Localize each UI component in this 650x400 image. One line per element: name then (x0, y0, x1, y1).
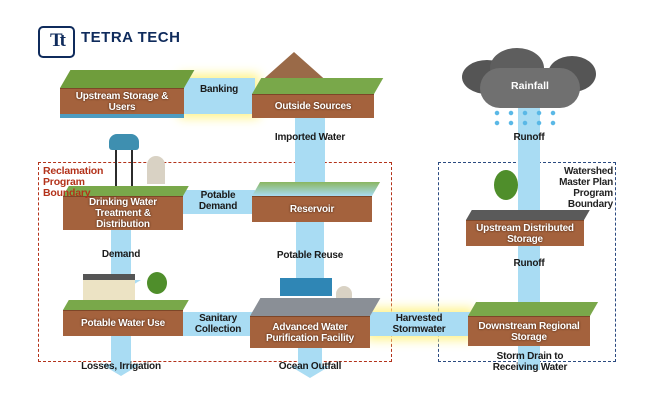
imported-water-label: Imported Water (274, 132, 346, 143)
treatment-building-icon (280, 278, 332, 296)
ocean-outfall-arrow (298, 346, 322, 368)
outside-sources-block: Outside Sources (252, 52, 384, 118)
reclamation-boundary (38, 162, 392, 362)
demand-label: Demand (101, 249, 141, 260)
banking-arrow (183, 78, 255, 114)
storm-drain-arrow (518, 344, 540, 370)
storm-drain-label: Storm Drain to Receiving Water (492, 351, 568, 373)
potable-demand-arrow (183, 190, 255, 214)
harvested-stormwater-arrow (370, 312, 470, 336)
runoff-label-1: Runoff (513, 132, 545, 143)
water-tower-icon (109, 134, 139, 150)
potable-reuse-label: Potable Reuse (276, 250, 344, 261)
potable-demand-label: Potable Demand (198, 190, 238, 212)
losses-arrow (111, 336, 131, 366)
sanitary-collection-label: Sanitary Collection (194, 313, 242, 335)
runoff-arrow-2 (518, 246, 540, 306)
potable-reuse-arrow (296, 220, 324, 280)
runoff-label-2: Runoff (513, 258, 545, 269)
sanitary-collection-arrow (183, 312, 255, 336)
logo-text: TETRA TECH (81, 29, 181, 46)
storage-tank-icon (147, 156, 165, 184)
potable-water-use-block: Potable Water Use (63, 272, 189, 336)
tetra-tech-logo-mark: Tt (38, 26, 75, 58)
upstream-distributed-block: Upstream Distributed Storage (466, 170, 590, 246)
tree-icon (147, 272, 167, 294)
tree-icon (494, 170, 518, 200)
awpf-block: Advanced Water Purification Facility (250, 278, 381, 348)
harvested-stormwater-label: Harvested Stormwater (392, 313, 446, 335)
rainfall-label: Rainfall (511, 80, 549, 92)
banking-label: Banking (199, 84, 239, 95)
watershed-boundary-label: Watershed Master Plan Program Boundary (559, 166, 613, 210)
downstream-regional-block: Downstream Regional Storage (468, 302, 599, 346)
upstream-storage-block: Upstream Storage & Users (60, 70, 195, 118)
ocean-outfall-label: Ocean Outfall (278, 361, 342, 372)
reservoir-block: Reservoir (252, 182, 381, 222)
imported-water-arrow (295, 118, 325, 188)
reclamation-boundary-label: Reclamation Program Boundary (43, 165, 104, 199)
ocean-outfall-arrowhead (290, 366, 330, 378)
losses-arrowhead (101, 364, 141, 376)
rainfall-cloud: Rainfall (462, 48, 596, 108)
drinking-water-block: Drinking Water Treatment & Distribution (63, 134, 189, 230)
losses-irrigation-label: Losses, Irrigation (81, 361, 161, 372)
demand-arrow (111, 228, 131, 283)
